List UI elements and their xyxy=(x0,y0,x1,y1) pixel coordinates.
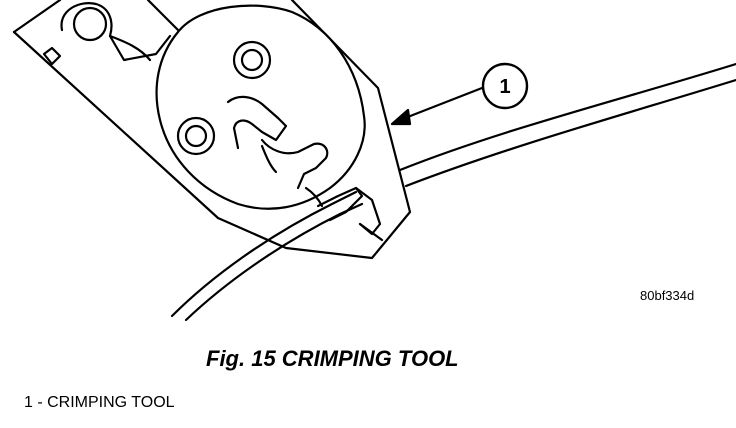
callout-leader xyxy=(390,86,484,126)
legend-item: 1 - CRIMPING TOOL xyxy=(24,394,175,411)
figure-title: Fig. 15 CRIMPING TOOL xyxy=(206,346,459,371)
crimping-head xyxy=(155,4,366,210)
crimping-tool-illustration: 1 xyxy=(12,0,736,322)
callout-number: 1 xyxy=(499,76,510,98)
upper-linkage xyxy=(42,2,172,66)
image-code-label: 80bf334d xyxy=(640,288,695,303)
callout-circle xyxy=(481,62,529,110)
lower-wire xyxy=(170,190,364,322)
upper-wire xyxy=(398,62,736,188)
